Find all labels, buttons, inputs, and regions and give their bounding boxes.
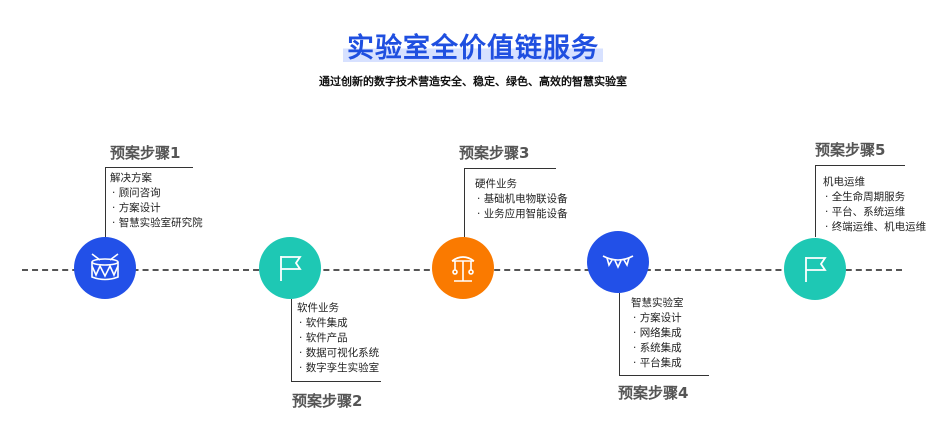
step-5-heading: 机电运维 [823,176,865,188]
step-1-item: 方案设计 [110,201,203,216]
step-4-title: 预案步骤4 [618,384,689,402]
flag-icon [280,256,302,281]
step-2-item: 数据可视化系统 [297,346,380,361]
step-5-title-underline [815,165,905,166]
flag-icon [805,257,827,282]
step-1-content: 解决方案 顾问咨询 方案设计 智慧实验室研究院 [110,171,203,231]
step-2-title-underline [291,381,381,382]
step-2-item: 数字孪生实验室 [297,361,380,376]
step-3-connector [464,168,465,237]
step-5-item: 终端运维、机电运维 [823,220,927,235]
step-4-item: 方案设计 [631,311,684,326]
step-5-title: 预案步骤5 [815,141,886,159]
step-4-item: 网络集成 [631,326,684,341]
step-1-item: 智慧实验室研究院 [110,216,203,231]
page-title: 实验室全价值链服务 [343,26,603,65]
step-5-item: 平台、系统运维 [823,205,926,220]
step-3-item: 业务应用智能设备 [475,207,568,222]
step-1-title-underline [105,167,193,168]
step-4-item: 平台集成 [631,356,684,371]
step-1-heading: 解决方案 [110,172,152,184]
step-4-heading: 智慧实验室 [631,297,684,309]
step-1-connector [105,167,106,237]
step-3-content: 硬件业务 基础机电物联设备 业务应用智能设备 [475,177,568,222]
drum-icon [91,253,119,281]
step-2-content: 软件业务 软件集成 软件产品 数据可视化系统 数字孪生实验室 [297,301,379,376]
carousel-icon [451,256,475,282]
page-subtitle: 通过创新的数字技术营造安全、稳定、绿色、高效的智慧实验室 [319,75,627,88]
bunting-icon [602,255,634,269]
step-2-connector [291,299,292,381]
step-4-title-underline [619,375,709,376]
page-title-wrap: 实验室全价值链服务 [0,26,946,65]
step-5-item: 全生命周期服务 [823,190,926,205]
step-5-content: 机电运维 全生命周期服务 平台、系统运维 终端运维、机电运维 [823,175,926,235]
step-1-circle [74,237,136,299]
step-5-circle [784,238,846,300]
step-4-circle [587,231,649,293]
step-3-heading: 硬件业务 [475,178,517,190]
step-2-item: 软件产品 [297,331,379,346]
step-4-connector [619,293,620,375]
step-2-title: 预案步骤2 [292,392,363,410]
step-1-item: 顾问咨询 [110,186,203,201]
step-4-item: 系统集成 [631,341,684,356]
step-1-title: 预案步骤1 [110,144,181,162]
step-2-item: 软件集成 [297,316,379,331]
step-3-item: 基础机电物联设备 [475,192,568,207]
step-2-heading: 软件业务 [297,302,339,314]
step-4-content: 智慧实验室 方案设计 网络集成 系统集成 平台集成 [631,296,684,371]
step-3-circle [432,237,494,299]
step-5-connector [815,165,816,237]
step-3-title: 预案步骤3 [459,144,530,162]
step-3-title-underline [464,168,556,169]
step-2-circle [259,237,321,299]
